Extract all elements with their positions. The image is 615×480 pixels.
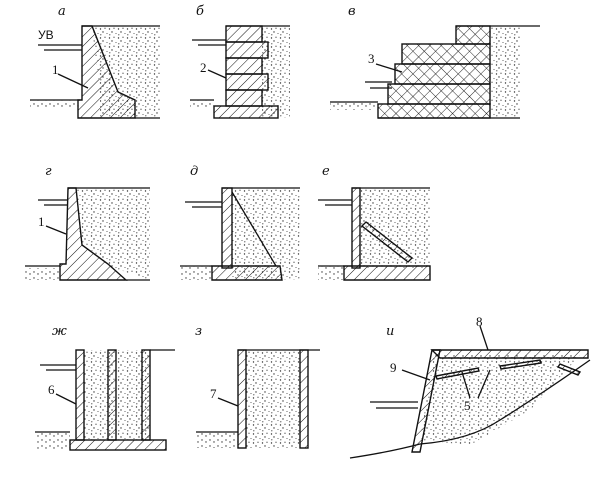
callout-5: 5 xyxy=(464,398,471,413)
panel-e: е xyxy=(318,164,431,281)
wall-6-double-sheet xyxy=(69,349,167,451)
water-level-label: УВ xyxy=(38,28,54,42)
wall-anchored-e xyxy=(343,187,431,281)
panel-d-letter: д xyxy=(190,164,198,179)
callout-8: 8 xyxy=(476,314,483,329)
wall-2 xyxy=(213,25,279,119)
panel-g-letter: г xyxy=(45,164,52,179)
anchor-beam-8 xyxy=(430,349,589,359)
wall-3 xyxy=(377,25,491,119)
panel-a-letter: а xyxy=(58,4,66,19)
anchor-5a xyxy=(435,367,480,380)
panel-g: г 1 xyxy=(25,164,150,281)
panel-a: а УВ 1 xyxy=(30,4,160,119)
callout-1-g: 1 xyxy=(38,214,45,229)
callout-9: 9 xyxy=(390,360,397,375)
panel-b: б 2 xyxy=(190,4,290,119)
panel-z-letter: з xyxy=(195,324,202,339)
callout-6: 6 xyxy=(48,382,55,397)
panel-zh-letter: ж xyxy=(52,324,67,339)
panel-zh: ж 6 xyxy=(35,324,175,451)
panel-v: в 3 xyxy=(330,4,540,119)
callout-1-a: 1 xyxy=(52,62,59,77)
panel-i: и 8 9 5 xyxy=(349,314,591,459)
anchor-5c xyxy=(556,363,582,376)
anchor-5b xyxy=(499,359,542,370)
wall-9-inclined xyxy=(411,349,589,453)
wall-counterfort-d xyxy=(211,187,283,281)
panel-v-letter: в xyxy=(348,4,356,19)
callout-7: 7 xyxy=(210,386,217,401)
panel-d: д xyxy=(180,164,300,281)
panel-e-letter: е xyxy=(322,164,330,179)
callout-3: 3 xyxy=(368,51,375,66)
callout-2: 2 xyxy=(200,60,207,75)
panel-z: з 7 xyxy=(195,324,320,449)
panel-b-letter: б xyxy=(196,4,204,19)
wall-7-sheet xyxy=(237,349,309,449)
panel-i-letter: и xyxy=(386,324,394,339)
